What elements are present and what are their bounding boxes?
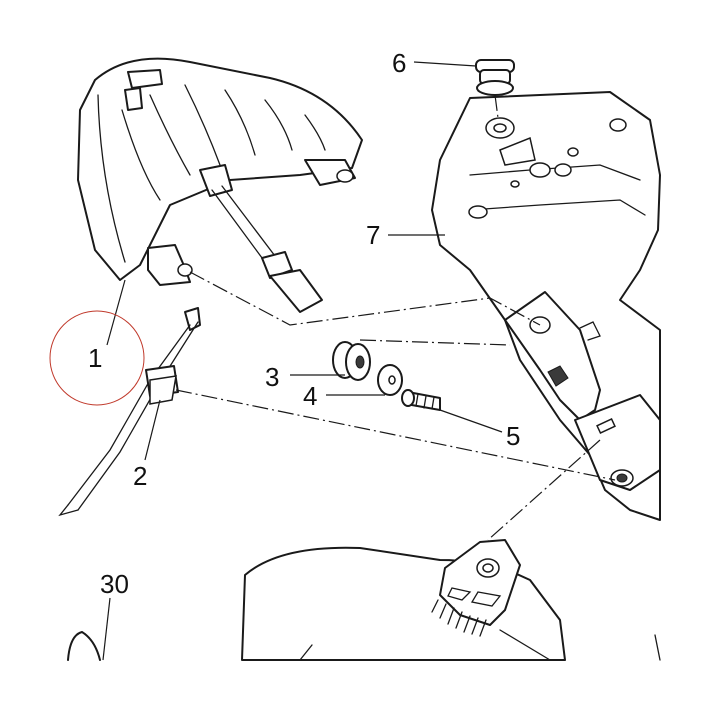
washer-part-4: [377, 364, 403, 396]
part-30-fragment: [67, 631, 101, 661]
callout-2: 2: [133, 461, 147, 491]
leader-lines: [102, 61, 503, 661]
lower-fender: [241, 539, 661, 661]
tail-light-wire: [211, 185, 323, 313]
callout-7: 7: [366, 220, 380, 250]
cable-tie-part-2: [58, 307, 201, 517]
assembly-lines: [175, 94, 616, 541]
callout-5: 5: [506, 421, 520, 451]
grommet-part-3: [332, 341, 371, 381]
callout-30: 30: [100, 569, 129, 599]
screw-part-5: [401, 389, 441, 411]
callout-4: 4: [303, 381, 317, 411]
grommet-part-6: [475, 59, 515, 96]
tail-light-part-1: [77, 57, 363, 286]
callout-1: 1: [88, 343, 102, 373]
bracket-part-7: [431, 91, 661, 521]
highlight-circle: [49, 310, 145, 406]
callout-labels: 1 2 3 4 5 6 7 30: [88, 48, 520, 599]
callout-6: 6: [392, 48, 406, 78]
callout-3: 3: [265, 362, 279, 392]
